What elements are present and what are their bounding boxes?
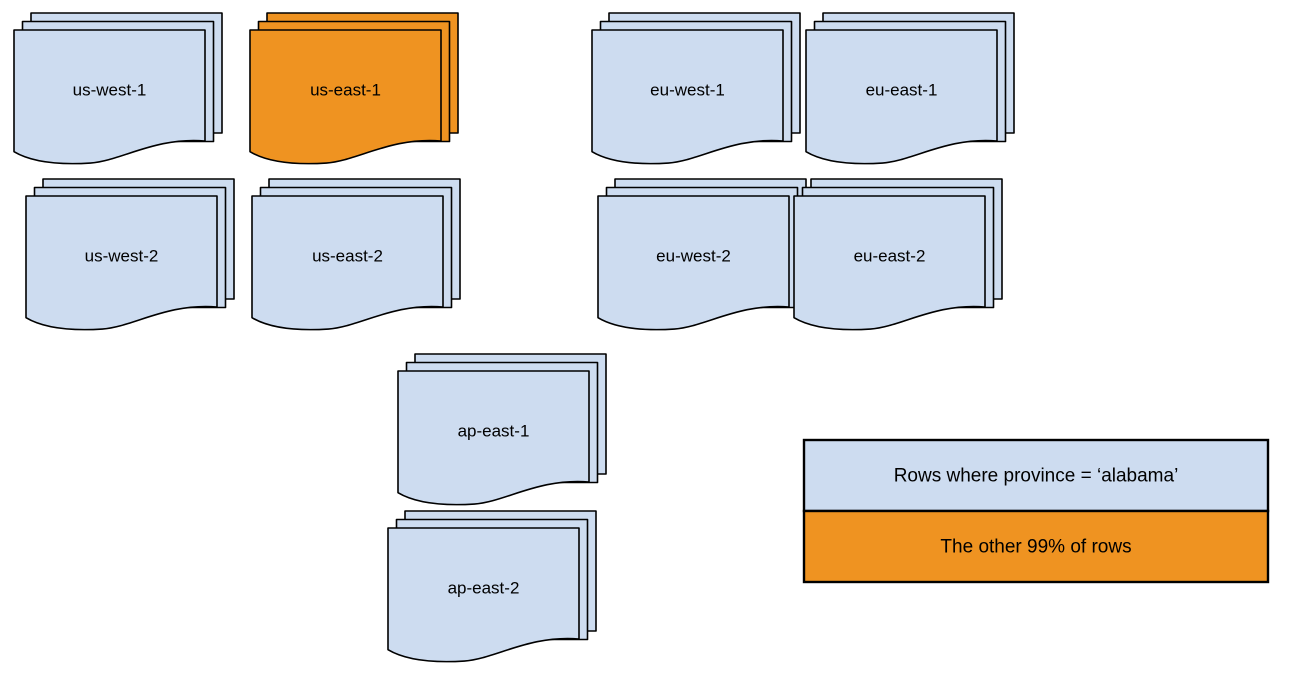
region-stack-eu-west-1[interactable]: eu-west-1	[591, 12, 801, 165]
region-stack-eu-east-1[interactable]: eu-east-1	[805, 12, 1015, 165]
region-sheet-front	[397, 370, 590, 506]
region-label-eu-east-2: eu-east-2	[854, 246, 926, 265]
region-stack-eu-east-2[interactable]: eu-east-2	[793, 178, 1003, 331]
region-sheet-front	[13, 29, 206, 165]
region-stack-us-west-1[interactable]: us-west-1	[13, 12, 223, 165]
region-label-us-west-1: us-west-1	[73, 80, 147, 99]
region-sheet-front	[597, 195, 790, 331]
region-sheet-front	[249, 29, 442, 165]
legend-row-other-text: The other 99% of rows	[940, 537, 1131, 558]
legend-row-alabama-text: Rows where province = ‘alabama’	[894, 466, 1179, 487]
region-sheet-front	[25, 195, 218, 331]
legend-row-other	[802, 509, 1270, 584]
region-label-us-east-2: us-east-2	[312, 246, 383, 265]
region-stack-us-west-2[interactable]: us-west-2	[25, 178, 235, 331]
region-label-us-east-1: us-east-1	[310, 80, 381, 99]
region-label-ap-east-2: ap-east-2	[448, 578, 520, 597]
region-stack-ap-east-2[interactable]: ap-east-2	[387, 510, 597, 663]
region-stack-ap-east-1[interactable]: ap-east-1	[397, 353, 607, 506]
region-sheet-front	[387, 527, 580, 663]
region-label-us-west-2: us-west-2	[85, 246, 159, 265]
region-label-eu-west-2: eu-west-2	[656, 246, 731, 265]
region-sheet-front	[793, 195, 986, 331]
region-groups-layer: us-west-1 us-east-1 eu-west-1 eu-east-1 us-w…	[13, 12, 1015, 663]
region-label-eu-east-1: eu-east-1	[866, 80, 938, 99]
region-sheet-front	[591, 29, 784, 165]
region-sheet-front	[251, 195, 444, 331]
legend: Rows where province = ‘alabama’ The other…	[802, 438, 1270, 584]
region-stack-us-east-1[interactable]: us-east-1	[249, 12, 459, 165]
region-label-eu-west-1: eu-west-1	[650, 80, 725, 99]
region-stack-us-east-2[interactable]: us-east-2	[251, 178, 461, 331]
region-sheet-front	[805, 29, 998, 165]
region-label-ap-east-1: ap-east-1	[458, 421, 530, 440]
legend-row-alabama	[802, 438, 1270, 513]
region-stack-eu-west-2[interactable]: eu-west-2	[597, 178, 807, 331]
